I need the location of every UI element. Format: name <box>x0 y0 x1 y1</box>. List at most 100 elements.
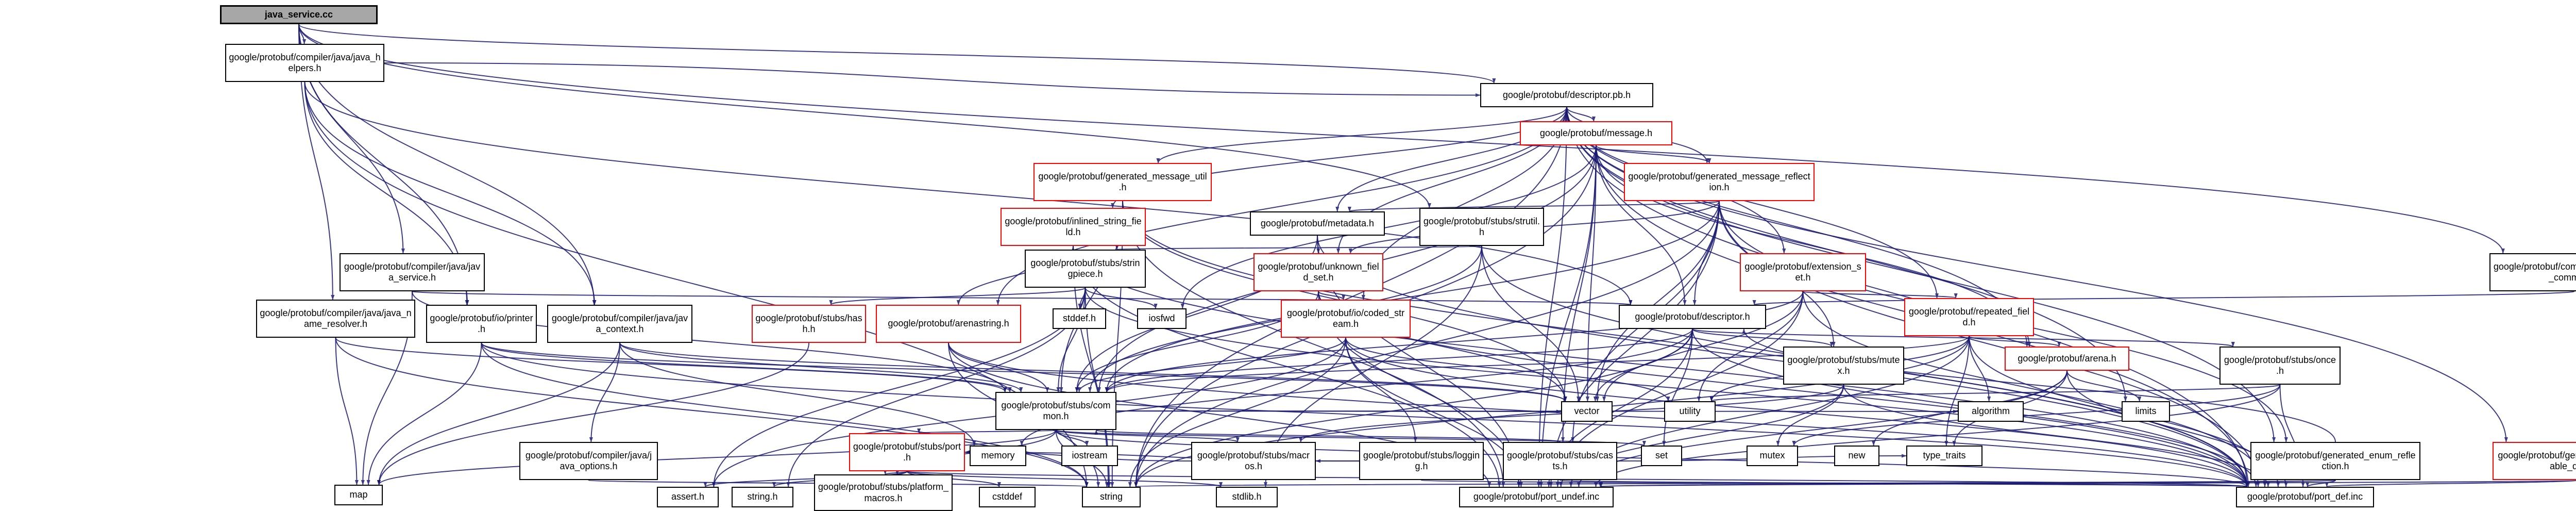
graph-node-message[interactable]: google/protobuf/message.h <box>1520 121 1672 145</box>
graph-node-pb_h[interactable]: google/protobuf/descriptor.pb.h <box>1480 83 1653 107</box>
include-edge-stringpiece-hash <box>829 287 1086 305</box>
graph-node-metadata[interactable]: google/protobuf/metadata.h <box>1250 211 1385 236</box>
graph-node-root: java_service.cc <box>220 5 378 24</box>
graph-node-macros[interactable]: google/protobuf/stubs/macros.h <box>1191 442 1316 480</box>
include-edge-message-iosfwd <box>1180 145 1597 309</box>
graph-node-once[interactable]: google/protobuf/stubs/once.h <box>2219 347 2341 385</box>
include-edge-coded-port_def <box>1345 337 2249 487</box>
graph-node-context[interactable]: google/protobuf/compiler/java/java_conte… <box>547 305 692 343</box>
include-edge-once-port_undef <box>1594 384 2281 487</box>
graph-node-cstddef[interactable]: cstddef <box>979 487 1036 507</box>
include-edge-pb_h-port_undef <box>1537 107 1567 487</box>
include-edge-message-vector <box>1585 145 1597 402</box>
graph-node-string[interactable]: string <box>1082 487 1141 507</box>
graph-node-ufs[interactable]: google/protobuf/unknown_field_set.h <box>1253 253 1383 291</box>
include-edge-inlined-port_def <box>1073 245 2249 487</box>
graph-node-map[interactable]: map <box>334 485 383 505</box>
include-edge-name_resolver-map <box>335 337 359 485</box>
include-edge-ext_set-port_def <box>1802 291 2267 487</box>
graph-node-arenastring[interactable]: google/protobuf/arenastring.h <box>876 305 1021 343</box>
include-edge-repeated-common <box>1105 336 1970 392</box>
graph-node-svc_h[interactable]: google/protobuf/compiler/java/java_servi… <box>340 253 485 291</box>
graph-node-string_h[interactable]: string.h <box>732 487 793 507</box>
graph-node-enum_refl[interactable]: google/protobuf/generated_enum_reflectio… <box>2250 442 2420 480</box>
include-edge-inlined-port_undef <box>1073 245 1501 487</box>
include-edge-repeated-arena <box>1969 336 2061 347</box>
include-edge-pb_h-message <box>1566 107 1596 122</box>
graph-node-mutex_std[interactable]: mutex <box>1747 446 1798 466</box>
graph-node-casts[interactable]: google/protobuf/stubs/casts.h <box>1503 442 1617 480</box>
graph-node-port_def[interactable]: google/protobuf/port_def.inc <box>2236 487 2374 507</box>
graph-node-name_resolver[interactable]: google/protobuf/compiler/java/java_name_… <box>256 300 415 338</box>
graph-node-new_std[interactable]: new <box>1834 446 1879 466</box>
include-edge-hash-map <box>377 342 809 485</box>
include-edge-coded-utility <box>1345 337 1670 402</box>
graph-node-coded[interactable]: google/protobuf/io/coded_stream.h <box>1281 300 1411 338</box>
include-edge-table_driven-port_undef <box>1601 480 2576 487</box>
graph-node-assert_h[interactable]: assert.h <box>657 487 719 507</box>
include-edge-mutex_h-port_def <box>1843 384 2270 487</box>
include-edge-repeated-algorithm <box>1969 336 1991 402</box>
graph-node-printer[interactable]: google/protobuf/io/printer.h <box>426 305 537 343</box>
include-edge-common-iostream <box>1055 430 1089 446</box>
graph-node-stdlib_h[interactable]: stdlib.h <box>1216 487 1278 507</box>
graph-node-vector[interactable]: vector <box>1561 401 1613 422</box>
include-edge-desc_h-vector <box>1593 328 1693 402</box>
include-edge-desc_h-set_std <box>1662 328 1693 446</box>
graph-node-mutex_h[interactable]: google/protobuf/stubs/mutex.h <box>1783 347 1904 385</box>
graph-node-set_std[interactable]: set <box>1641 446 1682 466</box>
graph-node-helpers[interactable]: google/protobuf/compiler/java/java_helpe… <box>225 44 384 82</box>
graph-node-table_driven[interactable]: google/protobuf/generated_message_table_… <box>2493 442 2576 480</box>
include-edge-context-common <box>619 342 1023 392</box>
include-edge-context-options <box>589 342 620 442</box>
include-edge-helpers-pb_h <box>384 62 1481 97</box>
graph-node-arena[interactable]: google/protobuf/arena.h <box>2005 347 2129 371</box>
graph-node-port_undef[interactable]: google/protobuf/port_undef.inc <box>1459 487 1614 507</box>
include-edge-message-gmr <box>1596 145 1711 163</box>
graph-node-inlined[interactable]: google/protobuf/inlined_string_field.h <box>1001 208 1146 246</box>
graph-node-stddef_h[interactable]: stddef.h <box>1053 308 1106 329</box>
graph-node-ext_set[interactable]: google/protobuf/extension_set.h <box>1740 253 1866 291</box>
include-edge-name_resolver-common <box>335 337 1007 392</box>
include-edge-enum_refl-port_def <box>2306 480 2336 487</box>
include-edge-printer-vector <box>481 342 1567 402</box>
graph-node-desc_h[interactable]: google/protobuf/descriptor.h <box>1619 305 1766 329</box>
include-edge-once-mutex_std <box>1792 384 2281 446</box>
include-edge-printer-map <box>366 342 482 485</box>
graph-node-port_h[interactable]: google/protobuf/stubs/port.h <box>849 433 965 471</box>
include-edge-strutil-stringpiece <box>1116 244 1482 250</box>
include-edge-ufs-coded <box>1318 291 1346 300</box>
include-edge-pb_h-port_def <box>1566 107 2249 487</box>
graph-node-algorithm[interactable]: algorithm <box>1958 401 2024 422</box>
include-edge-gmr-common <box>1105 201 1720 392</box>
graph-node-hash[interactable]: google/protobuf/stubs/hash.h <box>752 305 866 343</box>
graph-node-utility[interactable]: utility <box>1664 401 1716 422</box>
graph-node-limits[interactable]: limits <box>2122 401 2170 422</box>
graph-node-memory[interactable]: memory <box>970 446 1026 466</box>
include-edge-arena-limits <box>2066 370 2142 402</box>
graph-node-options[interactable]: google/protobuf/compiler/java/java_optio… <box>519 442 658 480</box>
include-edge-message-port_undef <box>1539 145 1597 487</box>
graph-node-iosfwd[interactable]: iosfwd <box>1137 308 1187 329</box>
graph-node-stringpiece[interactable]: google/protobuf/stubs/stringpiece.h <box>1025 250 1146 288</box>
graph-node-repeated[interactable]: google/protobuf/repeated_field.h <box>1904 298 2034 336</box>
graph-node-iostream[interactable]: iostream <box>1061 446 1118 466</box>
include-edge-enum_refl-desc_h <box>1742 328 2336 442</box>
include-edge-helpers-desc_h <box>304 81 1633 305</box>
include-edge-root-doc_comment <box>298 24 2505 254</box>
include-edge-helpers-context <box>304 81 597 305</box>
graph-node-pm[interactable]: google/protobuf/stubs/platform_macros.h <box>814 474 953 511</box>
graph-node-logging[interactable]: google/protobuf/stubs/logging.h <box>1359 442 1484 480</box>
graph-node-type_traits[interactable]: type_traits <box>1906 446 1982 466</box>
include-edge-casts-common <box>1094 430 1561 442</box>
graph-node-gmr[interactable]: google/protobuf/generated_message_reflec… <box>1624 163 1815 201</box>
include-edge-desc_h-mutex_h <box>1692 328 1834 347</box>
graph-node-doc_comment[interactable]: google/protobuf/compiler/java/java_doc_c… <box>2489 253 2576 291</box>
include-edge-root-pb_h <box>298 24 1496 84</box>
graph-node-common[interactable]: google/protobuf/stubs/common.h <box>995 392 1116 430</box>
include-edge-arenastring-common <box>948 342 1049 392</box>
graph-node-gmu[interactable]: google/protobuf/generated_message_util.h <box>1033 163 1212 201</box>
include-edge-port_h-stdlib_h <box>906 471 1223 487</box>
include-edge-ext_set-repeated <box>1802 291 1958 299</box>
graph-node-strutil[interactable]: google/protobuf/stubs/strutil.h <box>1419 208 1544 246</box>
